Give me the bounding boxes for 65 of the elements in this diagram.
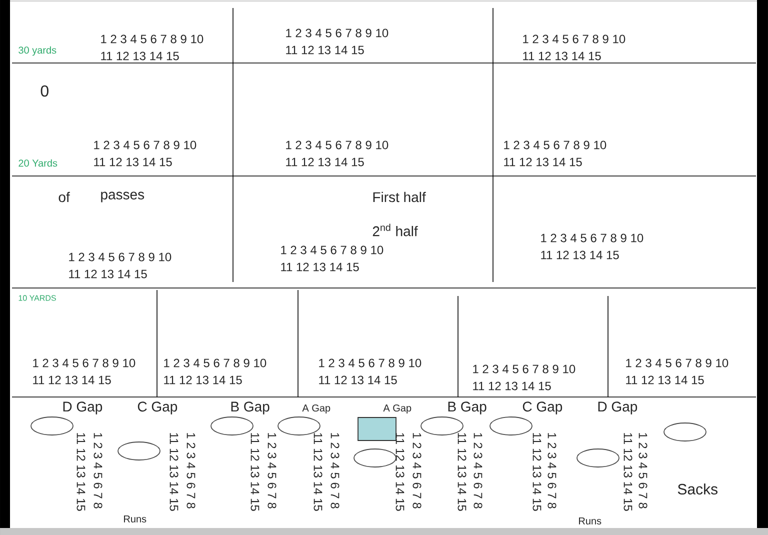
tally-numbers: 1 2 3 4 5 6 7 8 9 10 <box>626 358 728 368</box>
tally-numbers: 11 12 13 14 15 <box>69 270 147 278</box>
yard-label: 10 YARDS <box>18 295 56 301</box>
tally-numbers: 11 12 13 14 15 <box>504 158 582 166</box>
player-ellipse <box>30 416 74 436</box>
gap-label: A Gap <box>383 404 412 414</box>
sacks-label: Sacks <box>678 483 718 494</box>
tally-numbers: 1 2 3 4 5 6 7 8 <box>186 433 196 508</box>
tally-numbers: 11 12 13 14 15 <box>250 433 260 511</box>
tally-numbers: 11 12 13 14 15 <box>396 433 404 511</box>
gap-label: C Gap <box>138 402 178 414</box>
tally-numbers: 1 2 3 4 5 6 7 8 <box>474 433 482 508</box>
tally-numbers: 11 12 13 14 15 <box>33 376 111 384</box>
tally-numbers: 1 2 3 4 5 6 7 8 <box>548 433 556 508</box>
tally-numbers: 1 2 3 4 5 6 7 8 9 10 <box>541 234 644 242</box>
tally-numbers: 11 12 13 14 15 <box>473 382 551 390</box>
heading-text: passes <box>101 192 144 202</box>
player-ellipse <box>664 422 706 442</box>
tally-numbers: 1 2 3 4 5 6 7 8 9 10 <box>286 140 388 150</box>
tally-numbers: 1 2 3 4 5 6 7 8 9 10 <box>319 358 422 368</box>
tally-numbers: 11 12 13 14 15 <box>523 52 601 60</box>
tally-numbers: 1 2 3 4 5 6 7 8 <box>330 433 340 508</box>
tally-numbers: 11 12 13 14 15 <box>458 433 466 511</box>
yard-label: 30 yards <box>18 46 56 56</box>
tally-numbers: 1 2 3 4 5 6 7 8 9 10 <box>281 246 384 254</box>
tally-numbers: 1 2 3 4 5 6 7 8 9 10 <box>94 140 196 150</box>
tally-numbers: 1 2 3 4 5 6 7 8 9 10 <box>164 358 266 368</box>
runs-label: Runs <box>579 518 602 524</box>
tally-numbers: 1 2 3 4 5 6 7 8 <box>412 433 422 508</box>
gap-label: B Gap <box>231 402 270 414</box>
tally-numbers: 11 12 13 14 15 <box>164 376 242 384</box>
tally-numbers: 11 12 13 14 15 <box>101 52 179 60</box>
tally-numbers: 11 12 13 14 15 <box>532 433 542 511</box>
digit-label: 0 <box>40 85 48 97</box>
tally-numbers: 11 12 13 14 15 <box>286 46 364 54</box>
player-ellipse <box>354 448 396 468</box>
gap-label: B Gap <box>448 402 486 414</box>
tally-numbers: 1 2 3 4 5 6 7 8 9 10 <box>286 28 388 38</box>
yard-label: 20 Yards <box>18 159 58 167</box>
tally-numbers: 11 12 13 14 15 <box>281 262 359 272</box>
tally-numbers: 1 2 3 4 5 6 7 8 9 10 <box>504 140 606 150</box>
tally-numbers: 1 2 3 4 5 6 7 8 <box>268 433 276 508</box>
tally-numbers: 11 12 13 14 15 <box>319 376 397 384</box>
heading-text: 2$^{nd}$ half <box>372 224 418 236</box>
gap-label: D Gap <box>598 402 638 414</box>
tally-numbers: 1 2 3 4 5 6 7 8 9 10 <box>69 252 172 262</box>
tally-numbers: 11 12 13 14 15 <box>541 250 619 260</box>
player-ellipse <box>490 416 532 436</box>
heading-text: First half <box>373 192 426 202</box>
heading-text: of <box>58 192 70 202</box>
runs-label: Runs <box>124 516 146 522</box>
tally-numbers: 11 12 13 14 15 <box>626 376 704 384</box>
tally-numbers: 11 12 13 14 15 <box>314 433 322 511</box>
tally-numbers: 1 2 3 4 5 6 7 8 <box>94 433 102 508</box>
tally-numbers: 11 12 13 14 15 <box>76 433 86 511</box>
player-ellipse <box>118 442 160 460</box>
center-box <box>358 417 396 441</box>
tally-numbers: 11 12 13 14 15 <box>94 158 172 166</box>
tally-numbers: 11 12 13 14 15 <box>286 158 364 166</box>
tally-numbers: 1 2 3 4 5 6 7 8 9 10 <box>101 34 204 44</box>
player-ellipse <box>576 448 620 468</box>
tally-numbers: 1 2 3 4 5 6 7 8 9 10 <box>33 358 136 368</box>
tally-numbers: 1 2 3 4 5 6 7 8 9 10 <box>473 364 576 374</box>
tally-numbers: 1 2 3 4 5 6 7 8 9 10 <box>523 34 626 44</box>
tally-numbers: 1 2 3 4 5 6 7 8 <box>638 433 648 508</box>
